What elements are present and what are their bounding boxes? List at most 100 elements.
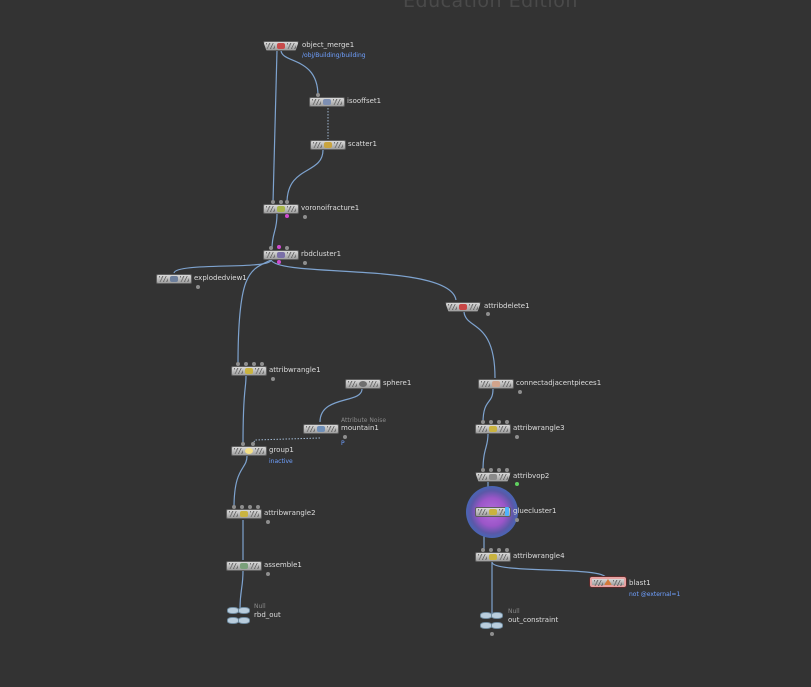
cluster-icon (277, 252, 285, 258)
exploded-view-icon (170, 276, 178, 282)
output-port[interactable] (285, 214, 289, 218)
input-port[interactable] (251, 442, 255, 446)
wrangle-icon (489, 554, 497, 560)
node-attribwrangle3[interactable] (475, 424, 511, 434)
input-port[interactable] (489, 548, 493, 552)
wire-rbd-attribwrangle1 (237, 259, 272, 366)
node-attribwrangle4[interactable] (475, 552, 511, 562)
input-port[interactable] (497, 468, 501, 472)
wire-connect-aw3 (482, 388, 494, 424)
node-label: mountain1 (341, 424, 379, 432)
input-port[interactable] (489, 468, 493, 472)
wire-rbd-attribdelete (270, 259, 457, 301)
isooffset-icon (323, 99, 331, 105)
input-port[interactable] (481, 548, 485, 552)
wire-assemble-rbdout (239, 570, 244, 610)
wire-merge-isooffset (280, 49, 319, 97)
input-port[interactable] (248, 505, 252, 509)
node-attribwrangle2[interactable] (226, 509, 262, 519)
node-type-label: Null (508, 608, 520, 615)
input-port[interactable] (481, 420, 485, 424)
node-gluecluster1[interactable] (475, 507, 511, 517)
input-port[interactable] (241, 442, 245, 446)
input-port[interactable] (505, 548, 509, 552)
sphere-icon (359, 381, 367, 387)
node-sphere1[interactable] (345, 379, 381, 389)
node-scatter1[interactable] (310, 140, 346, 150)
input-port[interactable] (271, 200, 275, 204)
wire-merge-voronoi (272, 49, 278, 204)
attrib-delete-icon (459, 304, 467, 310)
input-port[interactable] (269, 246, 273, 250)
input-port[interactable] (236, 362, 240, 366)
wire-mountain-group (251, 437, 321, 447)
input-port[interactable] (244, 362, 248, 366)
voronoi-icon (277, 206, 285, 212)
node-label: blast1 (629, 579, 651, 587)
node-flag (266, 520, 270, 524)
blast-icon (604, 579, 612, 585)
input-port[interactable] (285, 200, 289, 204)
input-port[interactable] (279, 200, 283, 204)
wrangle-icon (489, 426, 497, 432)
node-label: sphere1 (383, 379, 412, 387)
input-port[interactable] (316, 93, 320, 97)
node-attribwrangle1[interactable] (231, 366, 267, 376)
node-label: assemble1 (264, 561, 302, 569)
input-port[interactable] (256, 505, 260, 509)
output-port[interactable] (277, 260, 281, 264)
node-attribvop2[interactable] (475, 472, 511, 482)
node-label: scatter1 (348, 140, 377, 148)
node-out-constraint[interactable] (480, 612, 504, 630)
node-group1[interactable] (231, 446, 267, 456)
node-isooffset1[interactable] (309, 97, 345, 107)
input-port[interactable] (232, 505, 236, 509)
node-label: attribwrangle4 (513, 552, 565, 560)
input-port[interactable] (285, 246, 289, 250)
node-rbd-out[interactable] (227, 607, 251, 625)
input-port[interactable] (505, 468, 509, 472)
node-rbdcluster1[interactable] (263, 250, 299, 260)
node-label: connectadjacentpieces1 (516, 379, 602, 387)
wire-rbd-exploded (173, 259, 272, 274)
wire-group-aw2 (233, 455, 248, 509)
wire-sphere-mountain (319, 388, 363, 423)
input-port[interactable] (497, 420, 501, 424)
node-voronoifracture1[interactable] (263, 204, 299, 214)
assemble-icon (240, 563, 248, 569)
node-label: explodedview1 (194, 274, 247, 282)
wire-attribdelete-connect (463, 311, 496, 379)
node-object-merge1[interactable] (263, 41, 299, 51)
input-port[interactable] (489, 420, 493, 424)
wrangle-icon (240, 511, 248, 517)
node-label: attribdelete1 (484, 302, 530, 310)
group-icon (245, 448, 253, 454)
node-flag (515, 435, 519, 439)
input-port[interactable] (252, 362, 256, 366)
vop-icon (489, 474, 497, 480)
node-attribdelete1[interactable] (445, 302, 481, 312)
node-explodedview1[interactable] (156, 274, 192, 284)
node-type-label: Null (254, 603, 266, 610)
input-port[interactable] (277, 245, 281, 249)
input-port[interactable] (260, 362, 264, 366)
node-blast1[interactable] (590, 577, 626, 587)
wire-voronoi-rbd (271, 213, 278, 250)
output-port[interactable] (490, 632, 494, 636)
wire-aw1-group (242, 375, 247, 446)
noise-icon (317, 426, 325, 432)
node-flag (518, 390, 522, 394)
wire-scatter-voronoi (286, 149, 324, 204)
node-label: attribwrangle3 (513, 424, 565, 432)
node-assemble1[interactable] (226, 561, 262, 571)
input-port[interactable] (505, 420, 509, 424)
wrangle-icon (245, 368, 253, 374)
input-port[interactable] (497, 548, 501, 552)
node-subtext: not @external=1 (629, 591, 681, 598)
input-port[interactable] (240, 505, 244, 509)
node-connectadjacentpieces1[interactable] (478, 379, 514, 389)
node-mountain1[interactable] (303, 424, 339, 434)
display-flag[interactable] (505, 507, 509, 516)
input-port[interactable] (481, 468, 485, 472)
